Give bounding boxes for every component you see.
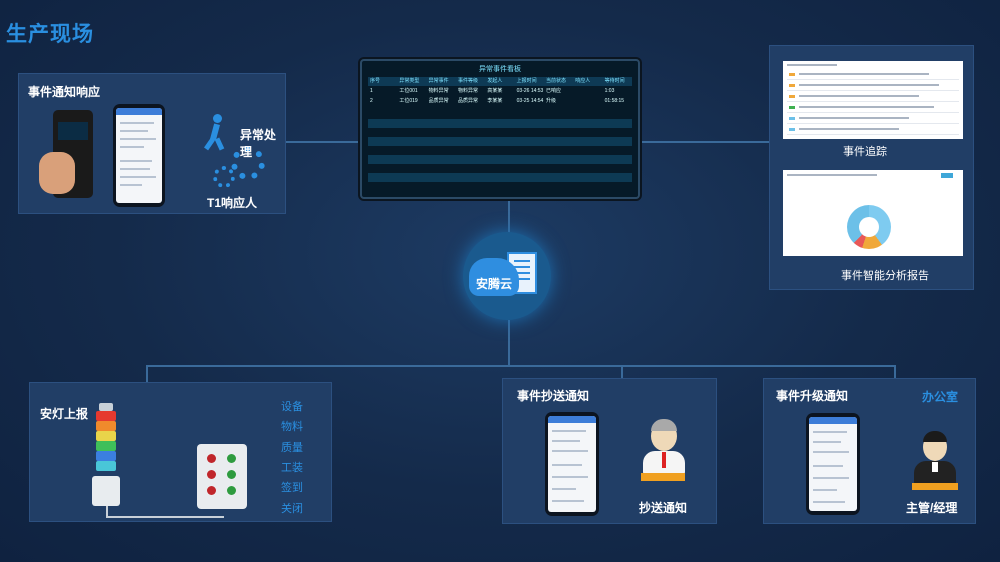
category-close: 关闭 (281, 503, 303, 515)
exception-board-monitor: 异常事件看板 序号 异常类型 异常事件 事件等级 发起人 上报时间 当前状态 响… (360, 59, 640, 199)
phone-mockup (545, 412, 599, 516)
connector (146, 365, 148, 383)
cloud-icon (469, 258, 519, 296)
manager-avatar-icon (912, 431, 958, 490)
light-yellow (96, 431, 116, 441)
cc-panel-title: 事件抄送通知 (517, 389, 590, 403)
connector (640, 141, 770, 143)
connector (621, 365, 623, 379)
light-blue (96, 451, 116, 461)
running-person-icon (204, 114, 227, 151)
cable (106, 506, 108, 518)
smartwatch (39, 110, 93, 198)
analytics-panel: 事件追踪 事件智能分析报告 (769, 45, 974, 290)
escalation-panel-title: 事件升级通知 (776, 389, 849, 403)
category-material: 物料 (281, 421, 303, 433)
empty-row (368, 119, 632, 128)
col-header: 序号 (370, 78, 381, 84)
col-header: 事件等级 (457, 78, 478, 84)
watch-screen (58, 122, 88, 140)
analysis-report-caption: 事件智能分析报告 (841, 270, 929, 282)
phone-mockup (113, 104, 165, 207)
hand (39, 152, 75, 194)
escalation-panel: 事件升级通知 办公室 主管/经理 (763, 378, 976, 524)
col-header: 发起人 (487, 78, 503, 84)
connector (146, 365, 896, 367)
category-checkin: 签到 (281, 482, 303, 494)
staff-avatar-icon (641, 419, 685, 483)
light-red (96, 411, 116, 421)
office-label: 办公室 (922, 390, 959, 404)
donut-chart (847, 205, 891, 249)
light-green (96, 441, 116, 451)
light-base (92, 476, 120, 506)
category-equipment: 设备 (281, 401, 303, 413)
phone-mockup (806, 413, 860, 515)
event-tracking-caption: 事件追踪 (843, 146, 887, 158)
empty-row (368, 155, 632, 164)
board-header: 序号 异常类型 异常事件 事件等级 发起人 上报时间 当前状态 响应人 等待时间 (368, 77, 632, 86)
cloud-label: 安腾云 (475, 277, 512, 291)
andon-button-box (197, 444, 247, 509)
notification-panel-title: 事件通知响应 (28, 85, 101, 99)
col-header: 上报时间 (516, 78, 537, 84)
gear-icon (213, 166, 235, 188)
col-header: 异常事件 (428, 78, 449, 84)
connector (508, 320, 510, 365)
connector (508, 199, 510, 233)
light-cyan (96, 461, 116, 471)
empty-row (368, 137, 632, 146)
cable (106, 516, 224, 518)
col-header: 异常类型 (399, 78, 420, 84)
exception-handling-label: 异常处理 (240, 128, 277, 159)
andon-panel: 安灯上报 (29, 382, 332, 522)
col-header: 等待时间 (604, 78, 625, 84)
connector (286, 141, 361, 143)
event-tracking-card (783, 61, 963, 139)
empty-row (368, 173, 632, 182)
andon-light-tower (95, 403, 117, 510)
light-orange (96, 421, 116, 431)
andon-panel-title: 安灯上报 (40, 407, 89, 421)
board-title: 异常事件看板 (479, 66, 521, 73)
cc-notification-panel: 事件抄送通知 抄送通知 (502, 378, 717, 524)
t1-responder-label: T1响应人 (207, 196, 258, 210)
notification-panel: 事件通知响应 异常处理 T1响应人 (18, 73, 286, 214)
category-quality: 质量 (281, 442, 303, 454)
gear-icon (231, 146, 265, 180)
manager-label: 主管/经理 (906, 501, 958, 515)
page-title: 生产现场 (6, 23, 94, 46)
category-tooling: 工装 (281, 462, 303, 474)
connector (894, 365, 896, 379)
col-header: 响应人 (575, 78, 591, 84)
cc-person-label: 抄送通知 (639, 501, 688, 515)
col-header: 当前状态 (545, 78, 566, 84)
